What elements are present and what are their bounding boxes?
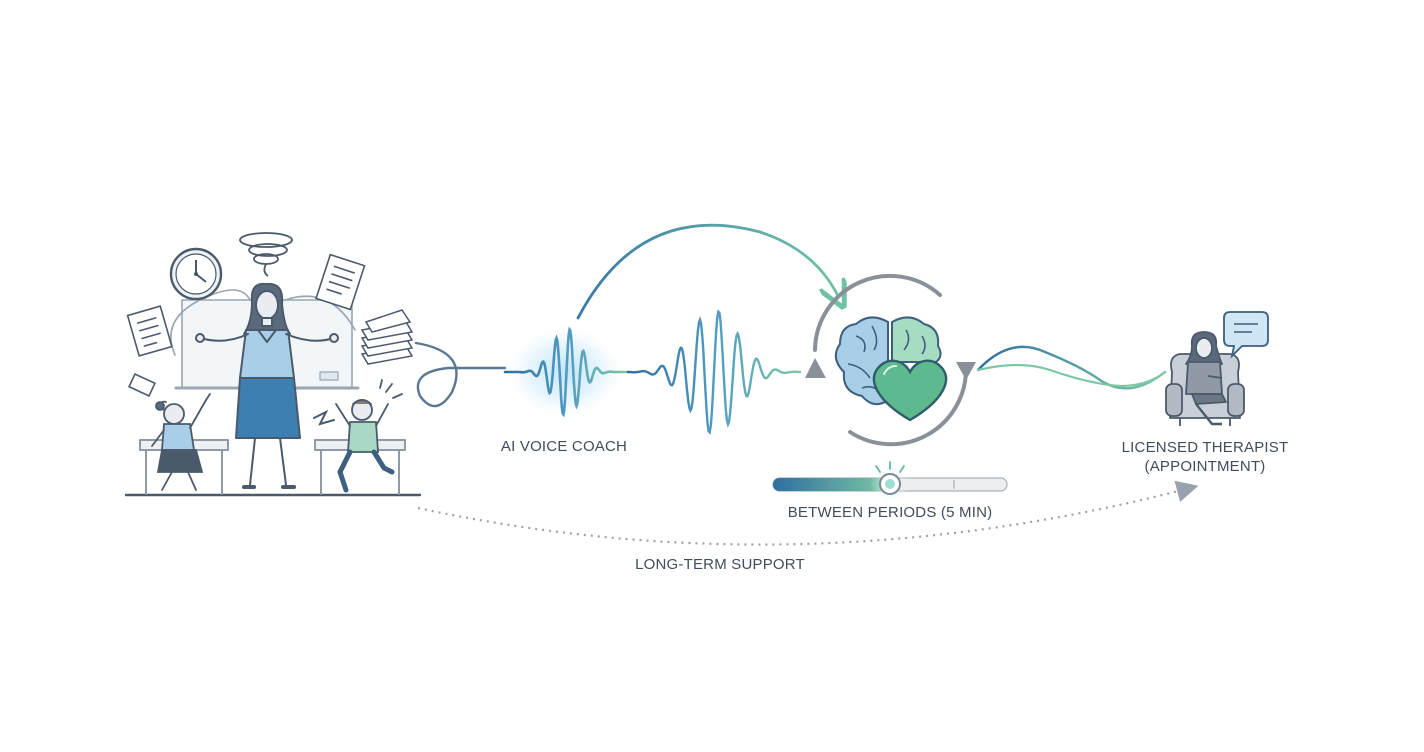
therapist-chair-icon bbox=[1165, 331, 1245, 426]
long-term-support-label: LONG-TERM SUPPORT bbox=[635, 556, 805, 573]
timer-bar bbox=[772, 461, 1008, 504]
paper-stack-icon bbox=[360, 309, 414, 365]
child-girl-icon bbox=[151, 393, 211, 491]
timer-ray bbox=[899, 465, 905, 473]
timer-ray bbox=[875, 465, 881, 473]
brain-to-therapist-flow bbox=[976, 345, 1167, 390]
brain-heart-cycle-icon bbox=[805, 273, 976, 447]
child-boy-icon bbox=[313, 379, 403, 493]
wall-clock-icon bbox=[169, 247, 223, 301]
stress-swirl-icon bbox=[239, 232, 293, 277]
between-periods-label: BETWEEN PERIODS (5 MIN) bbox=[787, 504, 993, 521]
voice-waveform-icon bbox=[503, 324, 630, 420]
overwhelmed-teacher-icon bbox=[124, 282, 422, 497]
therapist-label-line1: LICENSED THERAPIST bbox=[1121, 439, 1289, 456]
speech-bubble-icon bbox=[1223, 311, 1269, 359]
ai-voice-coach-label: AI VOICE COACH bbox=[500, 438, 628, 455]
second-waveform bbox=[626, 309, 802, 435]
flying-paper-icon bbox=[126, 253, 366, 398]
long-term-support-arc bbox=[417, 480, 1199, 546]
therapist-label-line2: (APPOINTMENT) bbox=[1144, 458, 1266, 475]
coach-to-brain-arc bbox=[576, 223, 838, 320]
connector-curl bbox=[414, 341, 507, 408]
